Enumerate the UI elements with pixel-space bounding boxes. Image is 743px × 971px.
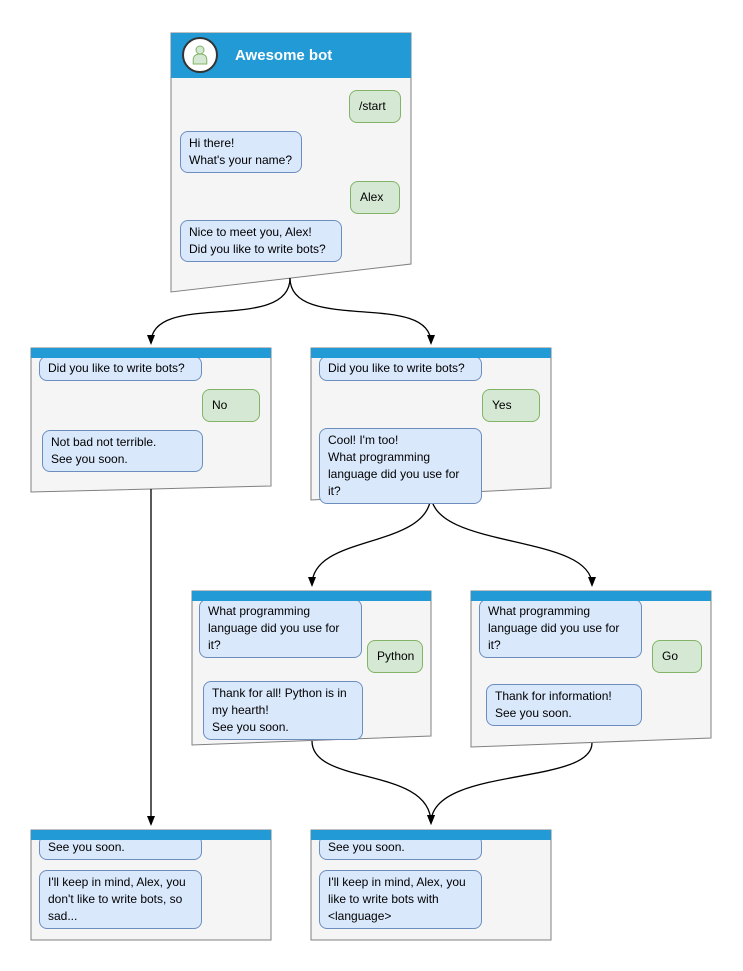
window-title-bar xyxy=(311,830,551,840)
user-message-bubble: Go xyxy=(652,640,702,673)
connector-yes-to-python xyxy=(308,493,432,587)
window-title-bar xyxy=(471,591,711,601)
connector-go-to-end xyxy=(427,742,593,825)
user-message-bubble: Alex xyxy=(350,181,400,214)
window-title-bar xyxy=(31,348,271,358)
chat-window-branch-no: Did you like to write bots? No Not bad n… xyxy=(31,348,271,492)
bot-message-bubble: What programming language did you use fo… xyxy=(199,599,362,658)
chat-window-branch-python: What programming language did you use fo… xyxy=(192,591,431,745)
window-title-bar xyxy=(31,830,271,840)
bot-message-bubble: Did you like to write bots? xyxy=(319,356,482,381)
bot-message-bubble: Did you like to write bots? xyxy=(39,356,202,381)
person-icon xyxy=(192,45,208,65)
bot-message-bubble: I'll keep in mind, Alex, you like to wri… xyxy=(319,870,482,929)
connector-main-to-no xyxy=(147,277,291,345)
connector-yes-to-go xyxy=(430,493,596,587)
user-message-bubble: No xyxy=(202,389,260,422)
window-title-bar xyxy=(192,591,431,601)
bot-message-bubble: I'll keep in mind, Alex, you don't like … xyxy=(39,870,202,929)
user-message-bubble: Python xyxy=(367,640,423,673)
bot-message-bubble: Not bad not terrible. See you soon. xyxy=(42,430,203,472)
connector-python-to-end xyxy=(311,740,435,825)
window-title-bar xyxy=(311,348,551,358)
chat-window-main: Awesome bot /start Hi there! What's your… xyxy=(171,33,411,292)
bot-message-bubble: Cool! I'm too! What programming language… xyxy=(319,428,482,504)
chat-window-end-yes: See you soon. I'll keep in mind, Alex, y… xyxy=(311,830,551,940)
chat-window-branch-yes: Did you like to write bots? Yes Cool! I'… xyxy=(311,348,551,504)
user-message-bubble: /start xyxy=(349,90,401,123)
user-message-bubble: Yes xyxy=(482,389,540,422)
chat-header: Awesome bot xyxy=(171,33,411,78)
connector-main-to-yes xyxy=(289,277,435,345)
bot-message-bubble: What programming language did you use fo… xyxy=(479,599,642,658)
bot-message-bubble: Thank for all! Python is in my hearth! S… xyxy=(203,681,363,740)
chat-window-branch-go: What programming language did you use fo… xyxy=(471,591,711,747)
bot-avatar xyxy=(182,37,218,73)
bot-message-bubble: Nice to meet you, Alex! Did you like to … xyxy=(180,220,342,262)
chat-window-end-no: See you soon. I'll keep in mind, Alex, y… xyxy=(31,830,271,940)
bot-message-bubble: Hi there! What's your name? xyxy=(180,131,302,173)
bot-message-bubble: Thank for information! See you soon. xyxy=(486,684,642,726)
chat-title: Awesome bot xyxy=(235,47,333,64)
